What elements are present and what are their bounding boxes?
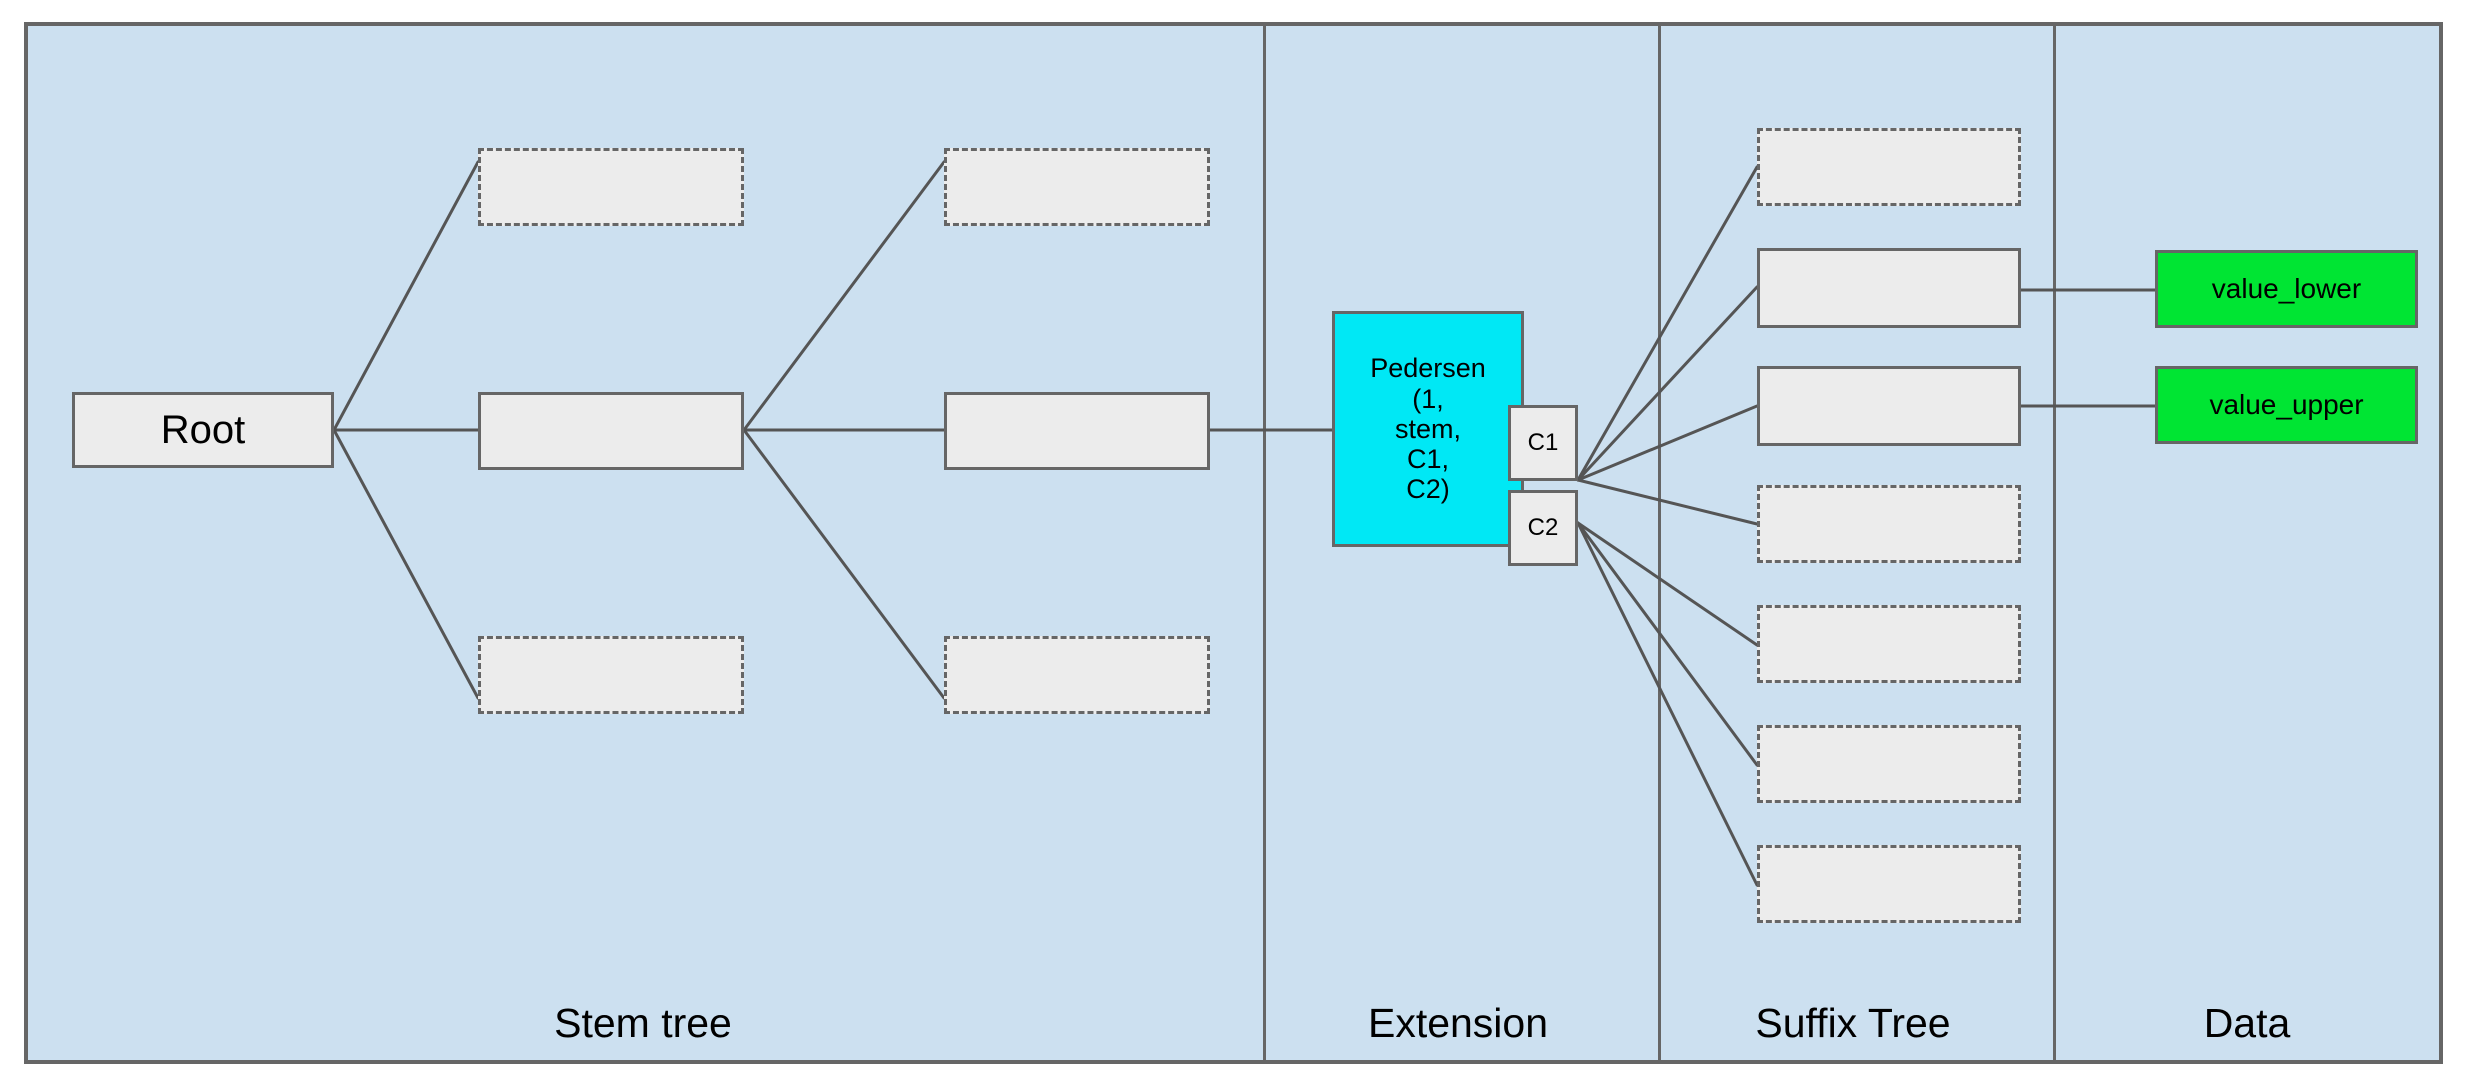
node-commitment-c2[interactable]: C2 [1508,490,1578,566]
divider-suffix-data [2053,26,2056,1060]
node-suffix-0[interactable] [1757,128,2021,206]
section-label-suffix-tree: Suffix Tree [1657,1000,2049,1047]
node-commitment-c1-label: C1 [1527,428,1559,456]
node-value-upper-label: value_upper [2209,389,2364,421]
node-stem-l3-1[interactable] [944,392,1210,470]
section-label-data: Data [2052,1000,2442,1047]
section-label-stem-tree: Stem tree [28,1000,1258,1047]
divider-extension-suffix [1658,26,1661,1060]
node-stem-l2-0[interactable] [478,148,744,226]
pedersen-line-4: C2) [1406,474,1450,505]
section-label-extension: Extension [1262,1000,1654,1047]
section-label-stem-tree-text: Stem tree [554,1000,732,1046]
node-suffix-5[interactable] [1757,725,2021,803]
pedersen-line-0: Pedersen [1370,353,1486,384]
node-stem-l2-2[interactable] [478,636,744,714]
node-suffix-6[interactable] [1757,845,2021,923]
node-value-upper[interactable]: value_upper [2155,366,2418,444]
node-stem-l2-1[interactable] [478,392,744,470]
pedersen-line-1: (1, [1412,383,1444,414]
divider-stem-extension [1263,26,1266,1060]
node-suffix-3[interactable] [1757,485,2021,563]
node-suffix-1[interactable] [1757,248,2021,328]
node-commitment-c2-label: C2 [1527,513,1559,541]
node-value-lower-label: value_lower [2211,273,2362,305]
node-suffix-4[interactable] [1757,605,2021,683]
section-label-suffix-tree-text: Suffix Tree [1755,1000,1951,1046]
node-pedersen[interactable]: Pedersen (1, stem, C1, C2) [1332,311,1524,547]
node-stem-l3-2[interactable] [944,636,1210,714]
pedersen-line-2: stem, [1394,413,1461,444]
section-label-extension-text: Extension [1367,1000,1549,1046]
node-stem-l3-0[interactable] [944,148,1210,226]
node-root[interactable]: Root [72,392,334,468]
node-value-lower[interactable]: value_lower [2155,250,2418,328]
diagram-frame [24,22,2443,1064]
node-suffix-2[interactable] [1757,366,2021,446]
node-root-label: Root [160,407,246,452]
node-commitment-c1[interactable]: C1 [1508,405,1578,481]
section-label-data-text: Data [2203,1000,2291,1046]
pedersen-line-3: C1, [1406,444,1450,475]
